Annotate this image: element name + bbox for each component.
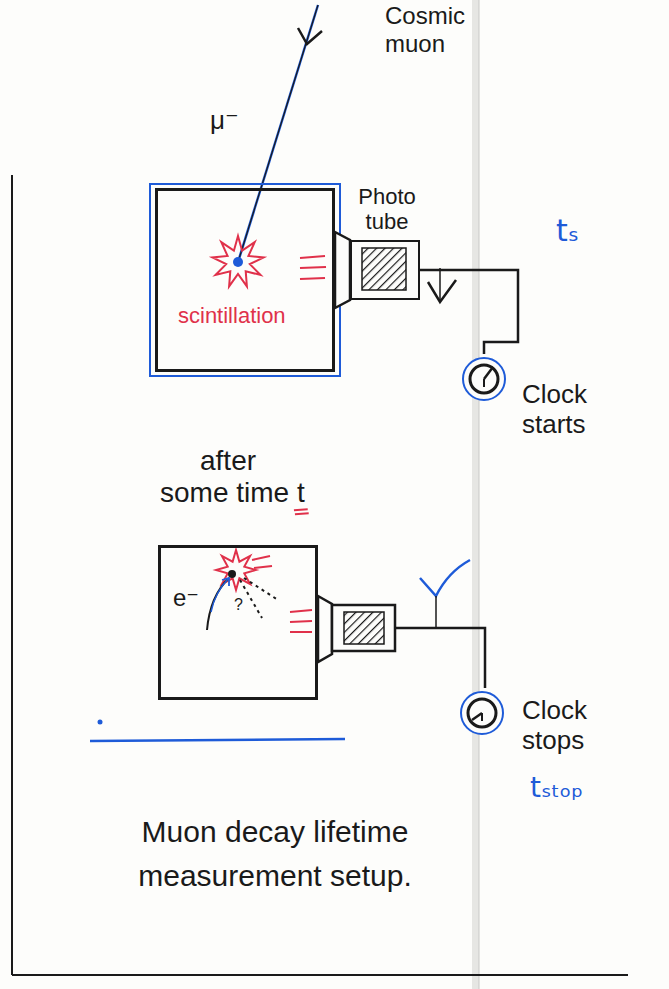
clock-drawing xyxy=(458,688,506,736)
arrowhead xyxy=(298,28,322,44)
underline xyxy=(90,739,345,741)
photo-tube xyxy=(332,605,395,651)
tube-flange xyxy=(318,596,332,662)
signal-wire xyxy=(420,270,518,354)
wire xyxy=(395,628,485,688)
node-text: scintillation xyxy=(178,303,328,328)
electron-track xyxy=(207,578,229,630)
arrowhead xyxy=(222,578,229,586)
node-text: Clock stops xyxy=(522,696,622,756)
neutrino-tracks xyxy=(240,578,278,618)
photo-tube: Photo tube xyxy=(350,240,420,300)
paper-crease xyxy=(479,0,480,989)
node-text: Clock starts xyxy=(522,380,622,440)
scintillation-flash xyxy=(212,236,263,286)
scintillator-box: scintillation xyxy=(155,188,335,372)
frame-line xyxy=(11,175,13,975)
highlight-outline xyxy=(150,184,340,376)
emphasis-underline xyxy=(294,509,309,514)
photo-cathode xyxy=(344,612,384,644)
signal-pulse xyxy=(420,560,470,596)
clock-drawing xyxy=(460,354,508,402)
caption: Muon decay lifetime measurement setup. xyxy=(60,810,490,897)
paper-crease xyxy=(472,0,479,989)
signal-pulse xyxy=(428,280,456,302)
tube-drawing xyxy=(350,240,420,300)
light-lines xyxy=(300,256,326,279)
node-text: Photo tube xyxy=(344,184,430,235)
clock: Clock stops xyxy=(458,688,506,736)
decay-point xyxy=(228,570,236,578)
electron-track xyxy=(211,578,229,612)
title-note: Cosmic muon xyxy=(385,2,485,57)
tube-flange xyxy=(335,232,350,308)
frame-line xyxy=(12,974,628,976)
wire xyxy=(435,596,437,628)
note: after some time t xyxy=(160,445,322,509)
scintillation-flash xyxy=(216,550,256,590)
light-lines xyxy=(290,610,312,632)
stop-point xyxy=(233,257,243,267)
time-label: tₛₜₒₚ xyxy=(530,772,650,804)
question-mark: ? xyxy=(234,596,254,614)
particle-label: μ⁻ xyxy=(210,106,260,136)
wire xyxy=(439,268,441,302)
node-text: e⁻ xyxy=(173,584,223,612)
ink-dot xyxy=(98,720,103,725)
clock: Clock starts xyxy=(460,354,508,402)
scintillator-box: e⁻ xyxy=(158,545,318,700)
light-lines xyxy=(252,556,272,568)
time-label: tₛ xyxy=(556,214,616,249)
